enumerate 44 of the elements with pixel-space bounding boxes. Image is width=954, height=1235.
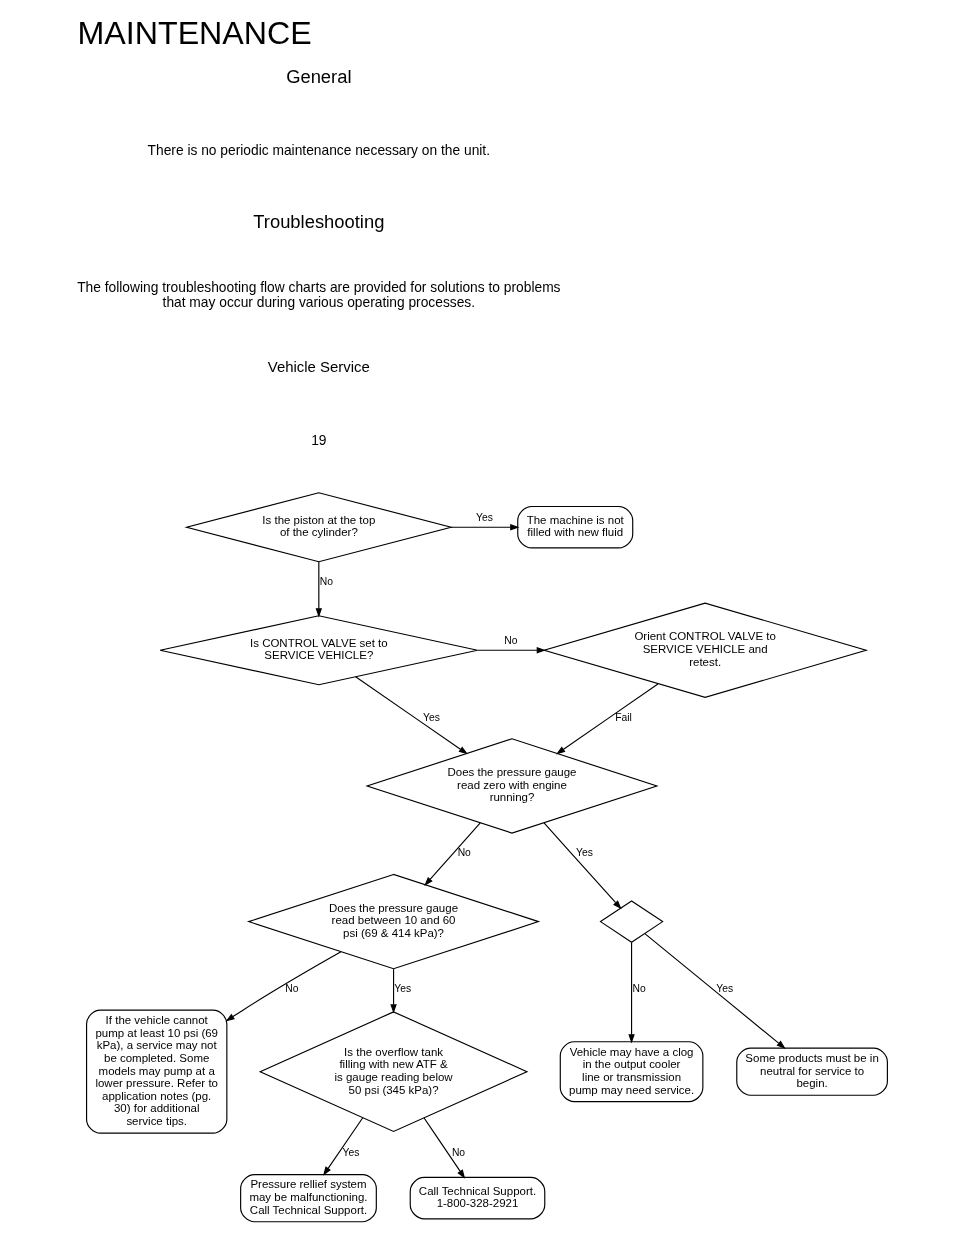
label: There is no periodic maintenance necessary on the unit.	[147, 142, 490, 158]
arrow	[450, 524, 519, 531]
diagram-title: MAINTENANCE	[77, 14, 312, 51]
edge-label: No	[284, 982, 298, 994]
label: 19	[310, 432, 326, 448]
edge-label: Yes	[475, 511, 493, 523]
arrow	[555, 683, 658, 755]
label: General	[285, 66, 352, 88]
node-box: Vehicle may have a clog in the output cooler line or transmission pump may need service.	[559, 1041, 703, 1103]
node-box: The machine is not filled with new fluid	[516, 505, 633, 549]
arrow	[322, 1117, 363, 1176]
label: Troubleshooting	[252, 211, 384, 233]
arrow	[542, 822, 622, 910]
edge-label: Yes	[715, 982, 733, 994]
edge-label: No	[631, 982, 646, 994]
arrow	[643, 933, 786, 1049]
edge-label: Fail	[614, 711, 632, 723]
arrow	[225, 951, 342, 1022]
label: Vehicle Service	[267, 358, 370, 376]
edge-label: Yes	[393, 982, 411, 994]
node-box: Pressure rellief system may be malfunctioning. Call Technical Support.	[239, 1174, 377, 1223]
arrow	[389, 968, 397, 1014]
node-diamond: Is the piston at the top of the cylinder?	[183, 492, 453, 563]
node-diamond: Does the pressure gauge read zero with engine running?	[364, 738, 659, 834]
arrow	[315, 561, 322, 618]
node-diamond: Orient CONTROL VALVE to SERVICE VEHICLE and retest.	[541, 602, 868, 698]
edge-label: No	[451, 1147, 465, 1159]
node-box: Some products must be in neutral for service to begin.	[735, 1047, 888, 1096]
edge-label: No	[457, 847, 471, 859]
arrow	[423, 1117, 465, 1179]
node-box: Call Technical Support. 1-800-328-2921	[409, 1176, 545, 1220]
arrow	[354, 676, 468, 755]
node-diamond: Is CONTROL VALVE set to SERVICE VEHICLE?	[159, 615, 478, 686]
arrow	[476, 647, 546, 654]
arrow	[423, 822, 481, 886]
edge-label: Yes	[575, 847, 593, 859]
node-diamond: Is the overflow tank filling with new ATF & is gauge reading below 50 psi (345 kPa)?	[258, 1011, 528, 1133]
edge-label: No	[503, 634, 517, 646]
edge-label: Yes	[342, 1147, 359, 1159]
arrow	[627, 941, 635, 1044]
label: The following troubleshooting flow charts are provided for solutions to problems that may occur during various operating processes.	[76, 280, 561, 311]
edge-label: Yes	[422, 711, 440, 723]
node-box: If the vehicle cannot pump at least 10 psi (69 kPa), a service may not be completed. Some models may pump at a lower pressure. Refer to application notes (pg. 30) for additional service tips.	[85, 1009, 227, 1134]
edge-label: No	[319, 575, 333, 587]
